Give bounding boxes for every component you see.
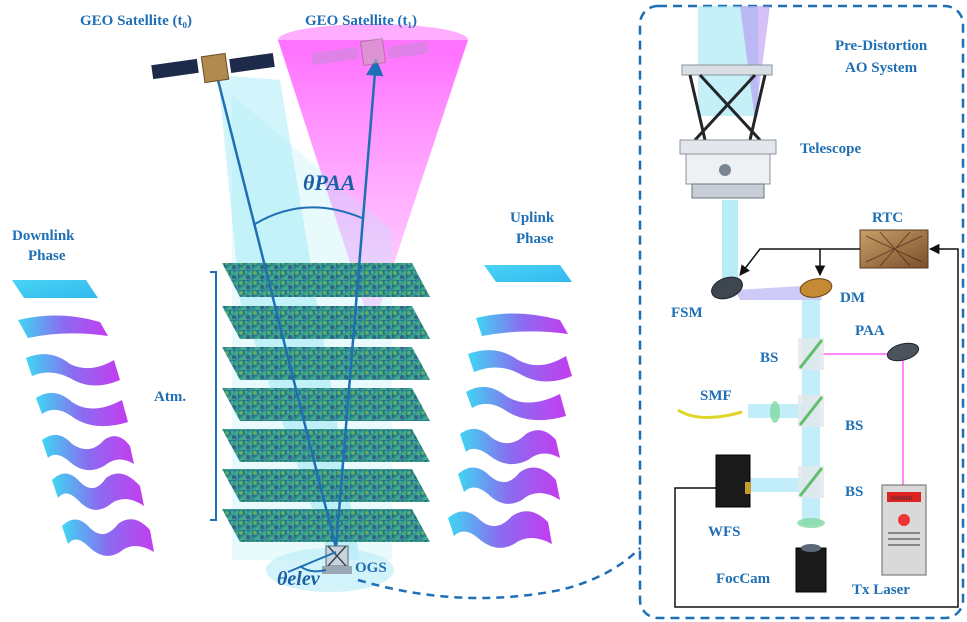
satellite-t1-icon (311, 38, 429, 66)
danger-label: DANGER (891, 496, 913, 502)
ao-title-line2: AO System (845, 60, 918, 76)
phase-surface (42, 434, 134, 471)
atm-layer (222, 429, 430, 462)
phase-surface (36, 392, 128, 427)
fsm-label: FSM (671, 305, 703, 321)
smf-fiber-icon (677, 408, 743, 420)
uplink-line (334, 58, 384, 549)
phase-surface (448, 511, 552, 548)
atm-layer (222, 306, 430, 339)
smf-lens-icon (770, 401, 780, 423)
wfs-label: WFS (708, 524, 741, 540)
paa-angle-arc (254, 206, 363, 225)
phase-surface (484, 265, 572, 282)
phase-surface (460, 428, 560, 465)
dm-label: DM (840, 290, 865, 306)
wfs-camera-icon (715, 454, 751, 508)
uplink-phase-label-line1: Uplink (510, 210, 555, 226)
geo-satellite-t1-label: GEO Satellite (t₁) (305, 13, 417, 29)
telescope-out-beam (722, 200, 738, 280)
uplink-phase-surfaces (448, 265, 572, 548)
theta-elev-label: θelev (277, 568, 321, 590)
ogs-telescope-icon (322, 545, 352, 574)
phase-surface (466, 386, 566, 421)
theta-paa-label: θPAA (303, 170, 356, 195)
phase-surface (18, 315, 108, 338)
bs1-label: BS (760, 350, 778, 366)
atm-layer (222, 263, 430, 297)
atm-layer (222, 347, 430, 380)
beam-splitter-3 (798, 466, 824, 498)
elevation-ref-line (287, 551, 337, 573)
bs2-label: BS (845, 418, 863, 434)
phase-surface (458, 467, 560, 504)
paa-label: PAA (855, 323, 885, 339)
beam-splitter-1 (798, 338, 824, 370)
atm-bracket (210, 271, 217, 521)
dm-mirror-icon (799, 278, 833, 298)
fsm-mirror-icon (711, 276, 743, 300)
smf-label: SMF (700, 388, 732, 404)
uplink-cone (278, 40, 468, 330)
rtc-label: RTC (872, 210, 903, 226)
ao-system-box (638, 4, 965, 620)
laser-warning-icon (898, 514, 910, 526)
beam-splitter-2 (798, 395, 824, 427)
atm-label: Atm. (154, 389, 186, 405)
satellite-t0-icon (151, 52, 275, 84)
phase-surface (62, 519, 154, 556)
downlink-line (216, 79, 338, 549)
downlink-phase-label-line2: Phase (28, 248, 66, 264)
rtc-to-fsm-line (739, 248, 860, 276)
telescope-icon (679, 64, 777, 199)
phase-surface (476, 313, 568, 336)
telescope-label: Telescope (800, 141, 861, 157)
foccam-lens-icon (797, 518, 825, 528)
elevation-angle-arc (299, 565, 327, 573)
phase-surface (52, 473, 144, 510)
telescope-uplink-beam (740, 6, 770, 120)
phase-surface (468, 350, 572, 382)
phase-surface (26, 354, 120, 386)
bs3-label: BS (845, 484, 863, 500)
atm-layer (222, 388, 430, 421)
downlink-phase-surfaces (12, 280, 154, 556)
phase-surface (12, 280, 98, 298)
atm-layer (222, 469, 430, 502)
ogs-label: OGS (355, 560, 387, 576)
uplink-phase-label-line2: Phase (516, 231, 554, 247)
downlink-phase-label-line1: Downlink (12, 228, 75, 244)
ao-title-line1: Pre-Distortion (835, 38, 928, 54)
tx-laser-label: Tx Laser (852, 582, 910, 598)
foccam-camera-icon (795, 547, 827, 593)
atm-layer (222, 509, 430, 542)
ogs-to-ao-connector (357, 547, 641, 600)
foccam-label: FocCam (716, 571, 771, 587)
geo-satellite-t0-label: GEO Satellite (t₀) (80, 13, 192, 29)
paa-mirror-icon (886, 342, 920, 362)
wfs-to-rtc-line (674, 243, 959, 608)
atmosphere-layers (222, 263, 430, 542)
wfs-beam (745, 478, 805, 492)
